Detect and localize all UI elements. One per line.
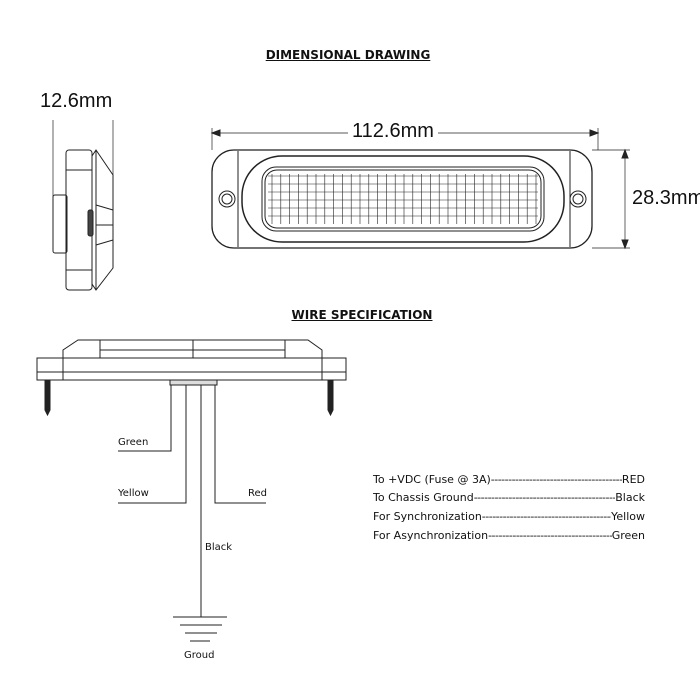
black-wire-label: Black bbox=[205, 542, 233, 553]
ground-label: Groud bbox=[184, 650, 215, 661]
spec-row: For AsynchronizationGreen bbox=[373, 529, 645, 542]
red-wire bbox=[214, 385, 266, 504]
spec-row: To Chassis GroundBlack bbox=[373, 491, 645, 504]
spec-row: For SynchronizationYellow bbox=[373, 510, 645, 523]
yellow-wire-label: Yellow bbox=[118, 488, 149, 499]
yellow-wire bbox=[118, 385, 187, 504]
side-view-drawing bbox=[52, 120, 114, 291]
depth-dimension: 12.6mm bbox=[36, 90, 117, 113]
length-dimension: 112.6mm bbox=[348, 120, 438, 143]
wire-specification-title: WIRE SPECIFICATION bbox=[291, 308, 433, 322]
dimensional-drawing-title: DIMENSIONAL DRAWING bbox=[265, 48, 431, 62]
height-dimension: 28.3mm bbox=[632, 187, 700, 210]
green-wire-label: Green bbox=[118, 437, 149, 448]
wire-profile-drawing bbox=[36, 339, 347, 642]
front-view-drawing bbox=[210, 128, 630, 250]
ground-symbol-icon bbox=[173, 616, 227, 642]
spec-row: To +VDC (Fuse @ 3A)RED bbox=[373, 473, 645, 486]
green-wire bbox=[118, 385, 172, 452]
red-wire-label: Red bbox=[248, 488, 267, 499]
